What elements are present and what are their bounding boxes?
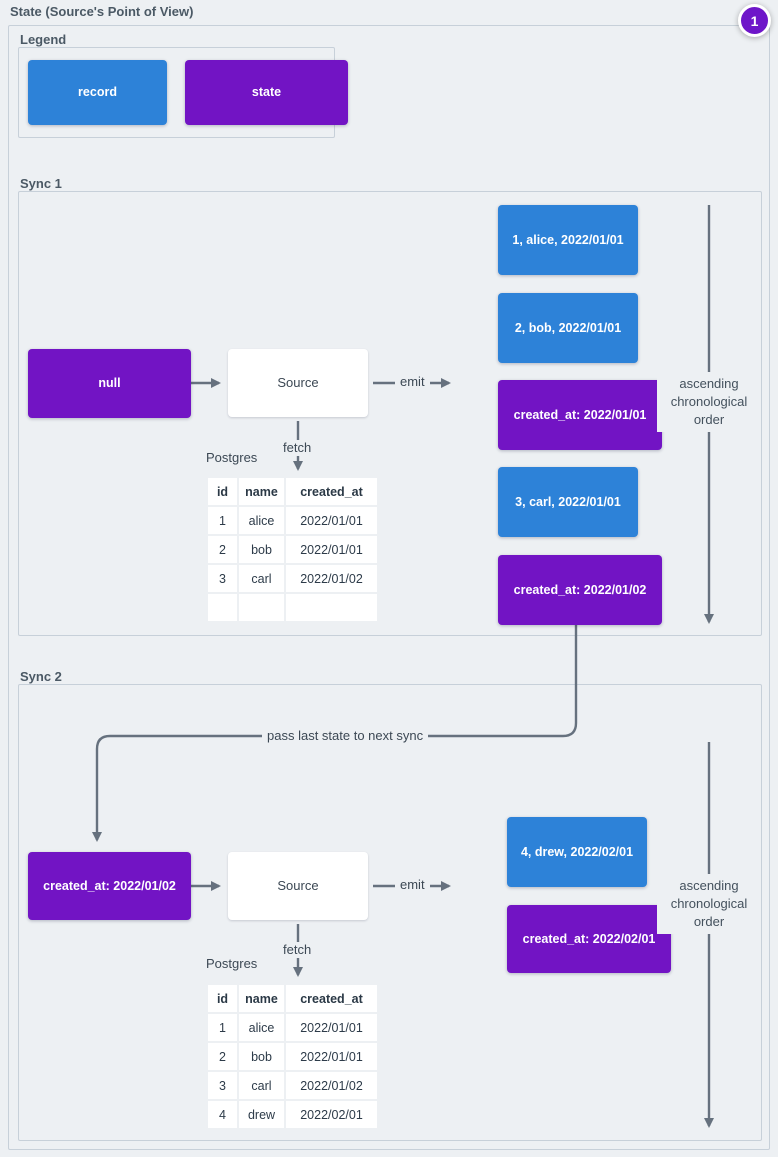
- table-cell: bob: [239, 536, 284, 563]
- sync1-fetch-label: fetch: [278, 440, 317, 456]
- table-cell: 2: [208, 1043, 237, 1070]
- sync2-fetch-label: fetch: [278, 942, 317, 958]
- emitted-record-box: 2, bob, 2022/01/01: [498, 293, 638, 363]
- table-cell: 3: [208, 565, 237, 592]
- table-cell: [239, 594, 284, 621]
- table-cell: 2022/02/01: [286, 1101, 377, 1128]
- sync1-source-box: Source: [228, 349, 368, 417]
- table-cell: 2: [208, 536, 237, 563]
- table-header-cell: created_at: [286, 478, 377, 505]
- table-cell: 2022/01/01: [286, 507, 377, 534]
- table-cell: 1: [208, 507, 237, 534]
- sync2-emit-label: emit: [395, 877, 430, 893]
- table-cell: 2022/01/02: [286, 565, 377, 592]
- outer-panel: [8, 25, 770, 1150]
- emitted-state-box: created_at: 2022/01/01: [498, 380, 662, 450]
- table-cell: 2022/01/01: [286, 1043, 377, 1070]
- sync2-order-note: ascending chronological order: [657, 874, 761, 934]
- table-cell: 2022/01/01: [286, 536, 377, 563]
- sync1-emit-label: emit: [395, 374, 430, 390]
- table-cell: 4: [208, 1101, 237, 1128]
- annotation-badge: 1: [738, 4, 771, 37]
- table-header-cell: id: [208, 478, 237, 505]
- legend-label: Legend: [20, 32, 67, 47]
- sync2-postgres-label: Postgres: [206, 956, 258, 971]
- legend-state-box: state: [185, 60, 348, 125]
- emitted-record-box: 4, drew, 2022/02/01: [507, 817, 647, 887]
- table-cell: alice: [239, 507, 284, 534]
- sync2-input-state-box: created_at: 2022/01/02: [28, 852, 191, 920]
- emitted-state-box: created_at: 2022/02/01: [507, 905, 671, 973]
- table-header-cell: created_at: [286, 985, 377, 1012]
- table-cell: [286, 594, 377, 621]
- page-title: State (Source's Point of View): [10, 4, 194, 19]
- table-cell: carl: [239, 1072, 284, 1099]
- table-cell: 2022/01/02: [286, 1072, 377, 1099]
- sync1-input-state-box: null: [28, 349, 191, 418]
- table-cell: drew: [239, 1101, 284, 1128]
- sync2-label: Sync 2: [20, 669, 62, 684]
- sync2-postgres-table: id name created_at 1 alice 2022/01/01 2 …: [208, 985, 377, 1128]
- table-header-cell: name: [239, 985, 284, 1012]
- sync1-postgres-label: Postgres: [206, 450, 258, 465]
- sync2-source-box: Source: [228, 852, 368, 920]
- pass-state-connector-label: pass last state to next sync: [262, 728, 429, 744]
- legend-record-box: record: [28, 60, 167, 125]
- sync1-postgres-table: id name created_at 1 alice 2022/01/01 2 …: [208, 478, 377, 621]
- table-cell: alice: [239, 1014, 284, 1041]
- table-cell: [208, 594, 237, 621]
- emitted-record-box: 1, alice, 2022/01/01: [498, 205, 638, 275]
- sync1-order-note: ascending chronological order: [657, 372, 761, 432]
- table-cell: bob: [239, 1043, 284, 1070]
- table-cell: 2022/01/01: [286, 1014, 377, 1041]
- sync1-label: Sync 1: [20, 176, 62, 191]
- emitted-record-box: 3, carl, 2022/01/01: [498, 467, 638, 537]
- table-cell: 3: [208, 1072, 237, 1099]
- table-header-cell: id: [208, 985, 237, 1012]
- emitted-state-box: created_at: 2022/01/02: [498, 555, 662, 625]
- table-header-cell: name: [239, 478, 284, 505]
- table-cell: 1: [208, 1014, 237, 1041]
- table-cell: carl: [239, 565, 284, 592]
